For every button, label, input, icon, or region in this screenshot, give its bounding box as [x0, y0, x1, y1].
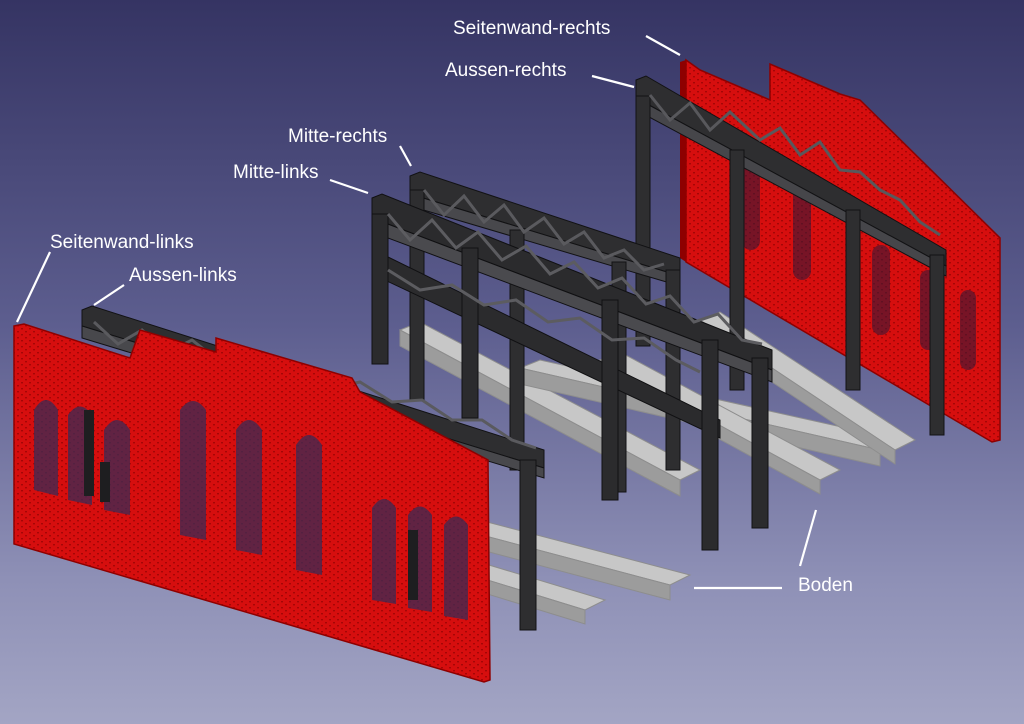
- window-opening: [236, 420, 262, 555]
- column: [701, 339, 719, 551]
- window-opening: [872, 245, 890, 335]
- column-in-wall: [100, 462, 110, 502]
- window-opening: [104, 420, 130, 515]
- label-aussen-rechts: Aussen-rechts: [445, 60, 567, 81]
- leader-mitte-rechts: [399, 145, 412, 167]
- leader-aussen-rechts: [591, 74, 635, 89]
- column-in-wall: [84, 410, 94, 496]
- leader-seitenwand-links: [16, 251, 51, 323]
- column: [601, 299, 619, 501]
- seitenwand-links-part: [13, 323, 491, 683]
- label-seitenwand-rechts: Seitenwand-rechts: [453, 18, 611, 39]
- label-seitenwand-links: Seitenwand-links: [50, 232, 194, 253]
- window-opening: [444, 516, 468, 620]
- leader-seitenwand-rechts: [645, 35, 681, 56]
- roof-truss: [635, 75, 947, 267]
- label-boden: Boden: [798, 575, 853, 596]
- label-mitte-rechts: Mitte-rechts: [288, 126, 388, 147]
- aussen-rechts-part: [635, 75, 947, 436]
- column: [929, 254, 945, 436]
- window-opening: [296, 435, 322, 575]
- window-opening: [180, 401, 206, 540]
- column: [519, 459, 537, 631]
- seitenwand-rechts-part: [680, 58, 1001, 443]
- window-opening: [960, 290, 976, 370]
- window-opening: [742, 155, 760, 250]
- label-mitte-links: Mitte-links: [233, 162, 319, 183]
- leader-boden-1: [798, 509, 818, 567]
- mitte-links-part: [371, 193, 773, 551]
- leader-aussen-links: [93, 284, 125, 306]
- column-in-wall: [408, 530, 418, 600]
- leader-mitte-links: [329, 178, 369, 195]
- window-opening: [372, 499, 396, 604]
- label-aussen-links: Aussen-links: [129, 265, 237, 286]
- column: [635, 95, 651, 347]
- leader-lines: [16, 35, 818, 590]
- window-opening: [793, 185, 811, 280]
- column: [751, 357, 769, 529]
- column: [845, 209, 861, 391]
- window-opening: [34, 400, 58, 496]
- column: [461, 247, 479, 419]
- column: [371, 213, 389, 365]
